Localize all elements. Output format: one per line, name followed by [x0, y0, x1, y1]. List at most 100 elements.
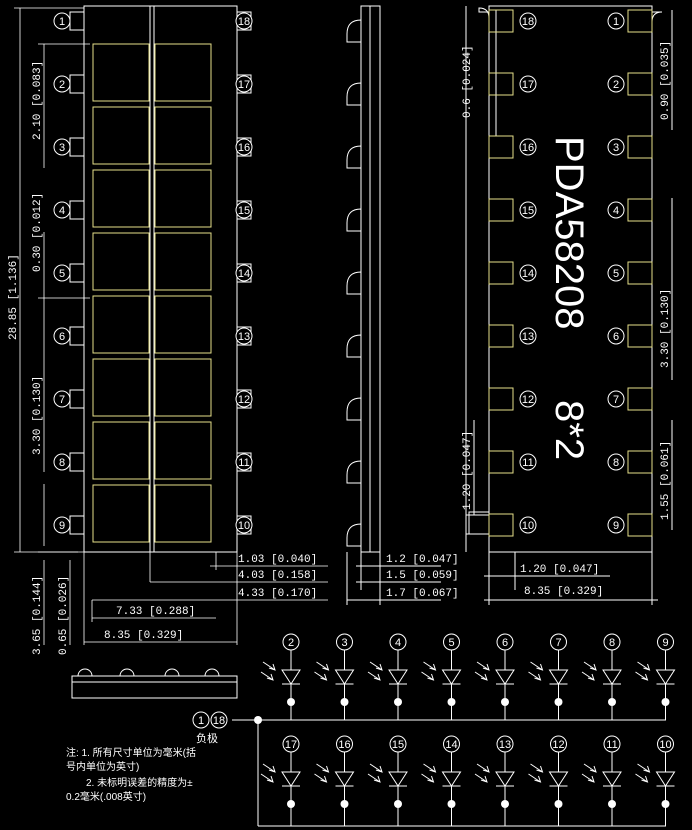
schematic-pin-8-label: 8 — [609, 637, 615, 649]
note-line-4: 0.2毫米(.008英寸) — [66, 790, 146, 803]
schematic-pin-17-label: 17 — [285, 739, 297, 751]
pin-1: 1 — [53, 12, 71, 30]
schematic-wires — [232, 719, 666, 827]
pin-15: 15 — [235, 201, 253, 219]
outer-pad — [627, 198, 653, 222]
right-pin-2: 2 — [607, 75, 625, 93]
pin-7-label: 7 — [59, 394, 65, 406]
schematic-pin-11-label: 11 — [606, 739, 617, 751]
right-pin-3-label: 3 — [613, 142, 619, 154]
inner-pad — [488, 9, 514, 33]
right-dim-pad-w-right: 0.90 [0.035] — [660, 41, 672, 120]
schematic-pin-4-label: 4 — [395, 637, 401, 649]
schematic-pin-7-label: 7 — [555, 637, 561, 649]
outer-pad — [627, 9, 653, 33]
dim-pad-pitch: 3.30 [0.130] — [32, 376, 44, 455]
right-pin-3: 3 — [607, 138, 625, 156]
right-pin-16-label: 16 — [522, 142, 534, 154]
right-dim-pad-w-left: 0.6 [0.024] — [462, 45, 474, 118]
inner-pad — [488, 513, 514, 537]
right-pad — [154, 421, 212, 480]
outer-pad — [627, 261, 653, 285]
right-pin-14: 14 — [519, 264, 537, 282]
schematic-pin-16: 16 — [336, 735, 353, 753]
pin-13: 13 — [235, 327, 253, 345]
part-number: PDA58208 — [547, 136, 591, 329]
schematic-pin-10: 10 — [657, 735, 674, 753]
schematic-pin-14-label: 14 — [445, 739, 457, 751]
outer-pad — [627, 450, 653, 474]
dim-left-1: 3.65 [0.144] — [32, 576, 44, 655]
schematic-pin-11: 11 — [603, 735, 621, 753]
outer-pad — [627, 324, 653, 348]
led-3: 3 — [314, 633, 355, 720]
right-pin-10-label: 10 — [522, 520, 534, 532]
right-pin-5: 5 — [607, 264, 625, 282]
right-dim-pitch: 3.30 [0.130] — [660, 289, 672, 368]
schematic-pin-18: 18 — [210, 711, 228, 729]
inner-pad — [488, 450, 514, 474]
pin-4-label: 4 — [59, 205, 65, 217]
right-pin-17: 17 — [519, 75, 537, 93]
schematic-pin-15-label: 15 — [392, 739, 404, 751]
schematic-pin-3-label: 3 — [341, 637, 347, 649]
led-4: 4 — [367, 633, 408, 720]
side-dim-3: 1.7 [0.067] — [386, 588, 459, 600]
pin-13-label: 13 — [238, 331, 250, 343]
note-line-3: 2. 未标明误差的精度为± — [86, 776, 193, 789]
led-14: 14 — [421, 735, 462, 826]
right-pin-8-label: 8 — [613, 457, 619, 469]
right-pin-6: 6 — [607, 327, 625, 345]
right-pin-1: 1 — [607, 12, 625, 30]
schematic-pin-15: 15 — [389, 735, 407, 753]
left-view-dimension-lines — [14, 7, 328, 645]
inner-pad — [488, 72, 514, 96]
dim-bottom-4: 7.33 [0.288] — [116, 606, 195, 618]
inner-pad — [488, 198, 514, 222]
side-dim-1: 1.2 [0.047] — [386, 554, 459, 566]
schematic-pin-1-label: 1 — [198, 715, 204, 727]
pin-7: 7 — [53, 390, 71, 408]
schematic-pin-5-label: 5 — [448, 637, 454, 649]
right-pad — [154, 232, 212, 291]
schematic-pin-16-label: 16 — [338, 739, 350, 751]
led-10: 10 — [635, 735, 676, 826]
left-pad — [92, 43, 150, 102]
left-pad — [92, 169, 150, 228]
led-7: 7 — [528, 633, 569, 720]
schematic-pin-13: 13 — [496, 735, 514, 753]
pin-17-label: 17 — [238, 79, 250, 91]
right-pin-11: 11 — [519, 453, 537, 471]
right-dim-height-right: 1.55 [0.061] — [660, 441, 672, 520]
right-pin-12-label: 12 — [522, 394, 534, 406]
dim-left-2: 0.65 [0.026] — [58, 576, 70, 655]
dim-gap: 0.30 [0.012] — [32, 193, 44, 272]
pin-12-label: 12 — [238, 394, 250, 406]
pin-8: 8 — [53, 453, 71, 471]
pin-14: 14 — [235, 264, 253, 282]
schematic-pin-2: 2 — [282, 633, 300, 651]
led-6: 6 — [474, 633, 515, 720]
right-pin-15: 15 — [519, 201, 537, 219]
pin-18: 18 — [235, 12, 253, 30]
right-pin-10: 10 — [519, 516, 537, 534]
pin-6: 6 — [53, 327, 71, 345]
right-pad — [154, 106, 212, 165]
package-bottom-view — [71, 668, 238, 699]
dim-bottom-3: 4.33 [0.170] — [238, 588, 317, 600]
left-pad — [92, 421, 150, 480]
pin-6-label: 6 — [59, 331, 65, 343]
led-8: 8 — [581, 633, 622, 720]
pin-15-label: 15 — [238, 205, 250, 217]
outer-pad — [627, 387, 653, 411]
right-pin-16: 16 — [519, 138, 537, 156]
right-pin-13: 13 — [519, 327, 537, 345]
right-pin-4: 4 — [607, 201, 625, 219]
led-12: 12 — [528, 735, 569, 826]
right-dim-bottom-2: 8.35 [0.329] — [524, 586, 603, 598]
right-pin-9: 9 — [607, 516, 625, 534]
junction-dot — [254, 716, 262, 724]
pin-14-label: 14 — [238, 268, 250, 280]
pin-2-label: 2 — [59, 79, 65, 91]
